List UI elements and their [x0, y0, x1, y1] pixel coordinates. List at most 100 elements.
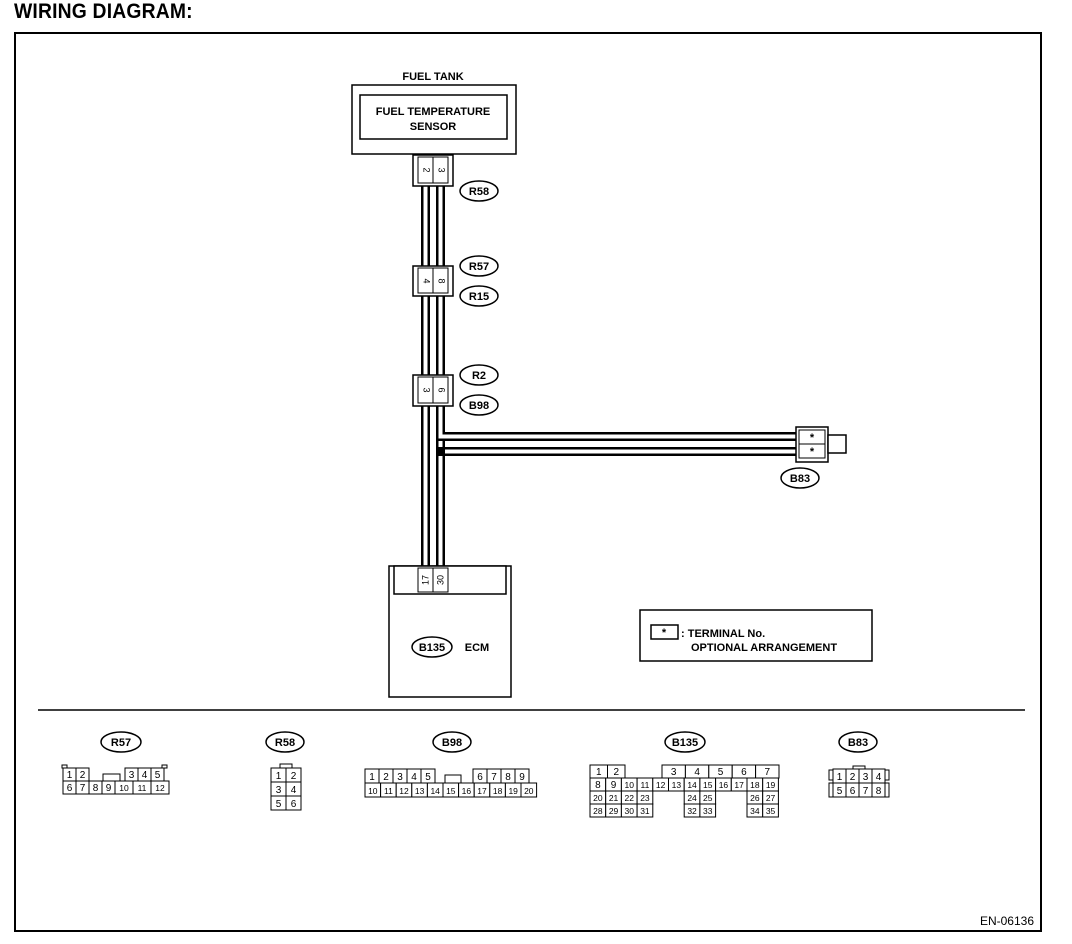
b135-pin-label: 24 [687, 793, 697, 803]
r58-pin-label: 6 [291, 799, 297, 810]
b135-pin-label: 2 [613, 767, 619, 778]
b98-pin-label: 4 [411, 772, 417, 783]
b98-face-label: B98 [442, 737, 462, 749]
fuel-tank-label: FUEL TANK [402, 71, 463, 83]
b98-pin-label: 20 [524, 786, 534, 796]
doc-id: EN-06136 [980, 914, 1034, 928]
b135-pin-label: 22 [625, 793, 635, 803]
sensor-label-line1: FUEL TEMPERATURE [376, 106, 491, 118]
b98-pin-label: 10 [368, 786, 378, 796]
b135-tag [411, 636, 453, 658]
r2-b98-pin: 3 [422, 387, 432, 392]
b98-pin-label: 15 [446, 786, 456, 796]
b135-pin-label: 11 [641, 780, 650, 790]
b135-pin-label: 29 [609, 806, 619, 816]
b135-pin-label: 12 [656, 780, 666, 790]
b98-pin-label: 3 [397, 772, 403, 783]
b98-pin-label: 13 [415, 786, 425, 796]
legend-line1: : TERMINAL No. [681, 628, 765, 640]
b98-pin-label: 11 [384, 786, 393, 796]
b135-pin-label: 18 [750, 780, 760, 790]
b135-pin-label: 28 [593, 806, 603, 816]
b135-pin-label: 30 [625, 806, 635, 816]
r57-face-label: R57 [111, 737, 131, 749]
r57-pin-label: 3 [129, 770, 135, 781]
b135-pin-label: 25 [703, 793, 713, 803]
r58-pin-label: 2 [291, 771, 297, 782]
r58-cell [285, 795, 302, 811]
b135-pin-label: 33 [703, 806, 713, 816]
r58-pin-label: 1 [276, 771, 282, 782]
r57-pin-label: 8 [93, 783, 99, 794]
b135-cell [699, 803, 717, 818]
r57-pin-label: 1 [67, 770, 73, 781]
r58-pin-label: 3 [276, 785, 282, 796]
r57-pin-label: 7 [80, 783, 86, 794]
r15-tag-label: R15 [469, 291, 489, 303]
b98-tag-label: B98 [469, 400, 489, 412]
b83-face-label: B83 [848, 737, 868, 749]
r58-pin-label: 4 [291, 785, 297, 796]
page-title: WIRING DIAGRAM: [14, 0, 193, 23]
b135-tag-label: B135 [419, 642, 445, 654]
b135-pin-label: 15 [703, 780, 713, 790]
b83-pin-label: 1 [837, 772, 843, 783]
r58-pin: 2 [422, 167, 432, 172]
r2-tag-label: R2 [472, 370, 486, 382]
legend-box: * : TERMINAL No. OPTIONAL ARRANGEMENT [639, 609, 873, 662]
legend-symbol: * [662, 627, 667, 639]
b135-face-label: B135 [672, 737, 698, 749]
r58-pin-label: 5 [276, 799, 282, 810]
r58-tag [459, 180, 499, 202]
r57-tag-label: R57 [469, 261, 489, 273]
sensor-label-line2: SENSOR [410, 121, 457, 133]
b135-pin-label: 10 [625, 780, 635, 790]
r57-pin-label: 4 [142, 770, 148, 781]
b98-pin-label: 9 [519, 772, 525, 783]
r57-r15-connector: 4 8 [412, 265, 454, 297]
b83-pin-label: 2 [850, 772, 856, 783]
r58-connector: 2 3 [412, 154, 454, 187]
legend-line2: OPTIONAL ARRANGEMENT [691, 642, 837, 654]
r57-r15-pin: 8 [437, 278, 447, 283]
b98-pin-label: 16 [462, 786, 472, 796]
b98-pin-label: 14 [430, 786, 440, 796]
b98-pin-label: 1 [369, 772, 375, 783]
r2-b98-pin: 6 [437, 387, 447, 392]
r57-pin-label: 5 [155, 770, 161, 781]
b135-pin-label: 31 [640, 806, 650, 816]
fuel-temperature-sensor [359, 94, 508, 140]
ecm-pin: 30 [435, 575, 445, 585]
b135-pin-label: 32 [687, 806, 697, 816]
b98-pin-label: 2 [383, 772, 389, 783]
r57-cell [150, 780, 170, 795]
r57-pin-label: 10 [119, 783, 129, 793]
b135-pin-label: 8 [595, 780, 601, 791]
r58-pin: 3 [437, 167, 447, 172]
b83-pin-label: 3 [863, 772, 869, 783]
b135-pin-label: 26 [750, 793, 760, 803]
b135-cell [636, 803, 654, 818]
b98-tag [459, 394, 499, 416]
b135-pin-label: 35 [766, 806, 776, 816]
r57-pin-label: 2 [80, 770, 86, 781]
b135-pin-label: 16 [719, 780, 729, 790]
b98-pin-label: 19 [508, 786, 518, 796]
b98-pin-label: 6 [477, 772, 483, 783]
b98-pin-label: 12 [399, 786, 409, 796]
r58-tag-label: R58 [469, 186, 489, 198]
b98-pin-label: 5 [425, 772, 431, 783]
b83-tag-label: B83 [790, 473, 810, 485]
r58-face-label: R58 [275, 737, 295, 749]
b135-pin-label: 6 [741, 767, 747, 778]
b98-pin-label: 8 [505, 772, 511, 783]
r57-pin-label: 9 [106, 783, 112, 794]
b135-pin-label: 1 [596, 767, 602, 778]
b135-pin-label: 27 [766, 793, 776, 803]
b83-pin-label: 4 [876, 772, 882, 783]
b83-connector: * * [795, 426, 847, 463]
b135-pin-label: 14 [687, 780, 697, 790]
